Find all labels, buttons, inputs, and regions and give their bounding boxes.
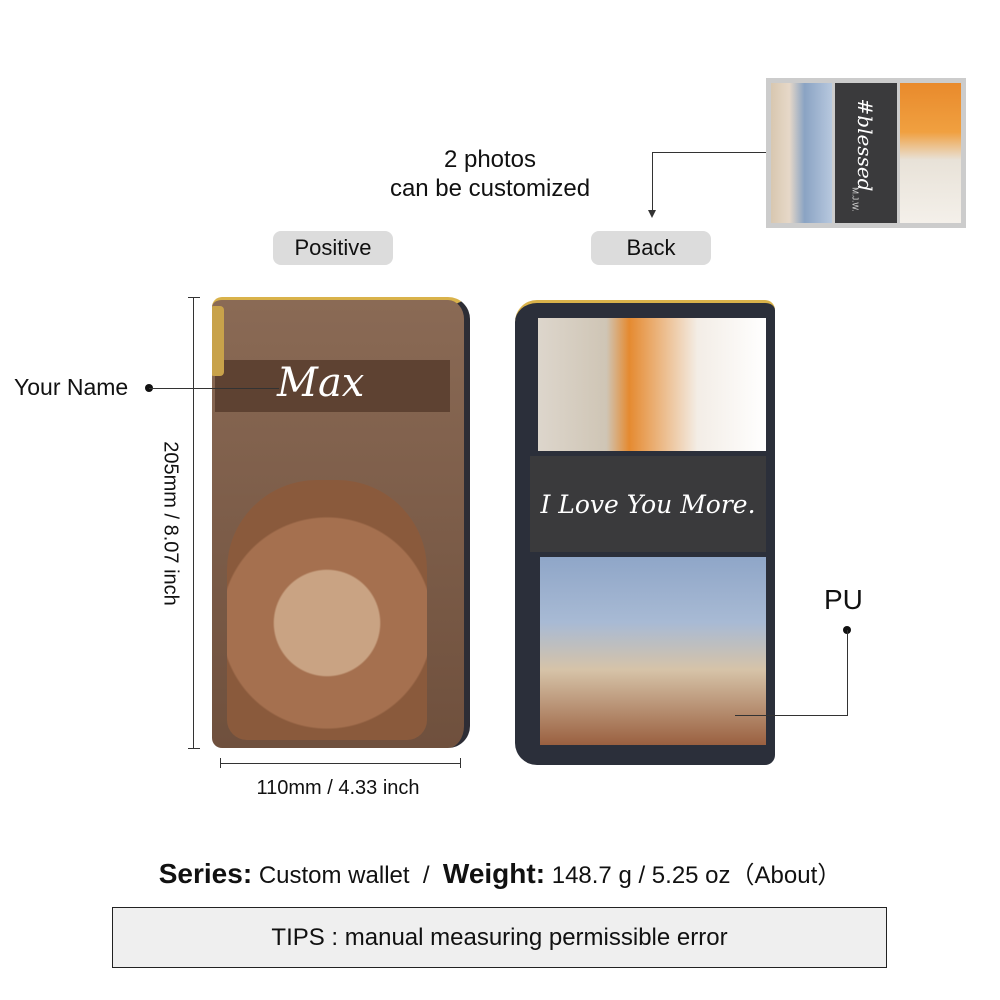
zipper-pull-icon <box>212 306 224 376</box>
specs-line: Series: Custom wallet / Weight: 148.7 g … <box>0 855 1000 890</box>
material-label: PU <box>824 584 863 615</box>
thumb-photo-oranges <box>899 83 961 223</box>
dimension-tick <box>188 297 200 298</box>
view-label-back: Back <box>591 231 711 265</box>
tips-box: TIPS : manual measuring permissible erro… <box>112 907 887 968</box>
quote-text: I Love You More. <box>540 489 756 519</box>
callout-line <box>735 715 848 716</box>
height-dimension-line <box>193 297 194 748</box>
view-label-positive: Positive <box>273 231 393 265</box>
width-dimension-line <box>220 763 460 764</box>
front-wallet: Max <box>212 297 470 748</box>
dimension-tick <box>188 748 200 749</box>
thumb-photo-father-child <box>771 83 833 223</box>
photo-child-oranges <box>538 318 766 451</box>
thumb-chalk-panel: #blessed M.J.W. <box>835 83 897 223</box>
thumb-tag: #blessed <box>853 98 878 192</box>
weight-label: Weight: <box>442 858 546 889</box>
name-text: Max <box>277 360 365 406</box>
quote-panel: I Love You More. <box>530 456 766 552</box>
series-label: Series: <box>158 858 253 889</box>
height-dimension: 205mm / 8.07 inch <box>159 441 182 606</box>
name-band <box>215 360 450 412</box>
weight-value: 148.7 g / 5.25 oz（About） <box>551 862 842 889</box>
arrow-line <box>652 152 766 153</box>
dimension-tick <box>460 758 461 768</box>
photo-layout-thumbnail: #blessed M.J.W. <box>766 78 966 228</box>
width-dimension: 110mm / 4.33 inch <box>256 777 420 799</box>
callout-line <box>149 388 279 389</box>
sloth-illustration <box>227 480 427 740</box>
photos-count: 2 photos <box>443 146 537 173</box>
callout-line <box>847 630 848 715</box>
arrow-down-icon <box>648 210 656 218</box>
arrow-line <box>652 152 653 212</box>
series-value: Custom wallet <box>258 862 410 889</box>
back-wallet: I Love You More. <box>515 300 775 765</box>
dimension-tick <box>220 758 221 768</box>
photo-father-child <box>540 557 766 745</box>
thumb-initials: M.J.W. <box>851 187 861 212</box>
your-name-label: Your Name <box>14 374 129 400</box>
photos-note: can be customized <box>389 175 591 202</box>
tips-text: TIPS : manual measuring permissible erro… <box>271 923 728 951</box>
separator: / <box>422 862 430 889</box>
